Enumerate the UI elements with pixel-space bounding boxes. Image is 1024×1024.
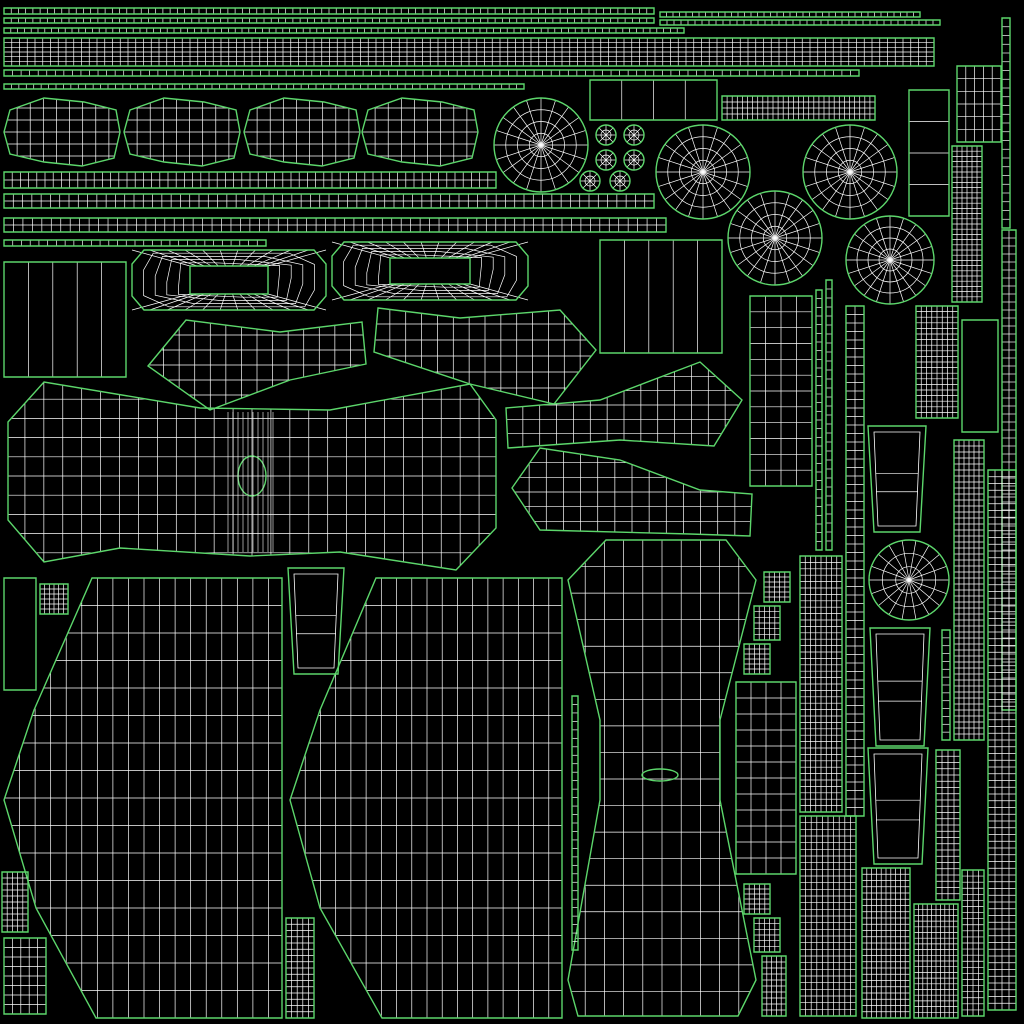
joint-disc-6 xyxy=(868,539,950,621)
joint-disc-1 xyxy=(493,97,589,193)
forearm-left xyxy=(505,361,743,449)
cylinder-left xyxy=(749,295,813,487)
small-disc-6 xyxy=(609,170,631,192)
head-cup-top xyxy=(956,65,1002,143)
dense-grid-11 xyxy=(913,903,959,1019)
vstrip-2 xyxy=(825,279,833,551)
dense-grid-4 xyxy=(951,145,983,303)
panel-box-3 xyxy=(3,261,127,378)
foot-cup-1 xyxy=(287,567,345,675)
long-strip-3 xyxy=(659,11,921,18)
dense-grid-5 xyxy=(915,305,959,419)
finger-strip-2 xyxy=(3,193,655,209)
finger-strip-3 xyxy=(3,217,667,233)
dense-grid-18 xyxy=(753,917,781,953)
dense-grid-16 xyxy=(743,643,771,675)
head-box-left xyxy=(131,249,327,311)
panel-box-6 xyxy=(961,319,999,433)
vstrip-3 xyxy=(845,305,865,817)
small-disc-2 xyxy=(623,124,645,146)
long-strip-2 xyxy=(3,17,655,24)
foot-cup-4 xyxy=(867,747,929,865)
foot-cup-2 xyxy=(867,425,927,533)
dense-grid-2 xyxy=(721,95,876,121)
dense-grid-6 xyxy=(953,439,985,741)
vstrip-7 xyxy=(941,629,951,741)
long-strip-4 xyxy=(659,19,941,26)
hand-panel-1 xyxy=(3,97,121,167)
vstrip-1 xyxy=(815,289,823,551)
hand-panel-3 xyxy=(243,97,361,167)
long-strip-1 xyxy=(3,7,655,15)
dense-grid-20 xyxy=(285,917,315,1019)
cylinder-right xyxy=(735,681,797,875)
vstrip-4 xyxy=(1001,17,1011,229)
finger-strip-1 xyxy=(3,171,497,189)
dense-grid-7 xyxy=(987,469,1017,1011)
hand-panel-4 xyxy=(361,97,479,167)
dense-grid-17 xyxy=(743,883,771,915)
long-strip-7 xyxy=(3,83,525,90)
dense-grid-14 xyxy=(763,571,791,603)
long-strip-5 xyxy=(3,27,685,34)
joint-disc-2 xyxy=(655,124,751,220)
vstrip-6 xyxy=(571,695,579,951)
small-disc-4 xyxy=(623,149,645,171)
dense-grid-19 xyxy=(761,955,787,1017)
joint-disc-4 xyxy=(727,190,823,286)
dense-grid-9 xyxy=(799,815,857,1017)
dense-grid-15 xyxy=(753,605,781,641)
panel-box-4 xyxy=(599,239,723,354)
dense-grid-top xyxy=(3,37,935,67)
small-disc-5 xyxy=(579,170,601,192)
joint-disc-5 xyxy=(845,215,935,305)
dense-grid-12 xyxy=(935,749,961,901)
panel-box-2 xyxy=(908,89,950,217)
panel-box-5 xyxy=(3,577,37,691)
chest-panel xyxy=(7,381,497,571)
dense-grid-10 xyxy=(861,867,911,1019)
head-cup-bottom xyxy=(3,937,47,1015)
finger-strip-4 xyxy=(3,239,267,247)
dense-grid-8 xyxy=(799,555,843,813)
dense-grid-13 xyxy=(961,869,985,1017)
long-strip-6 xyxy=(3,69,860,77)
dense-grid-21 xyxy=(1,871,29,933)
foot-cup-3 xyxy=(869,627,931,747)
small-disc-3 xyxy=(595,149,617,171)
hand-panel-2 xyxy=(123,97,241,167)
panel-box-1 xyxy=(589,79,718,121)
head-box-right xyxy=(331,241,529,301)
joint-disc-3 xyxy=(802,124,898,220)
small-disc-1 xyxy=(595,124,617,146)
dense-grid-3 xyxy=(39,583,69,615)
